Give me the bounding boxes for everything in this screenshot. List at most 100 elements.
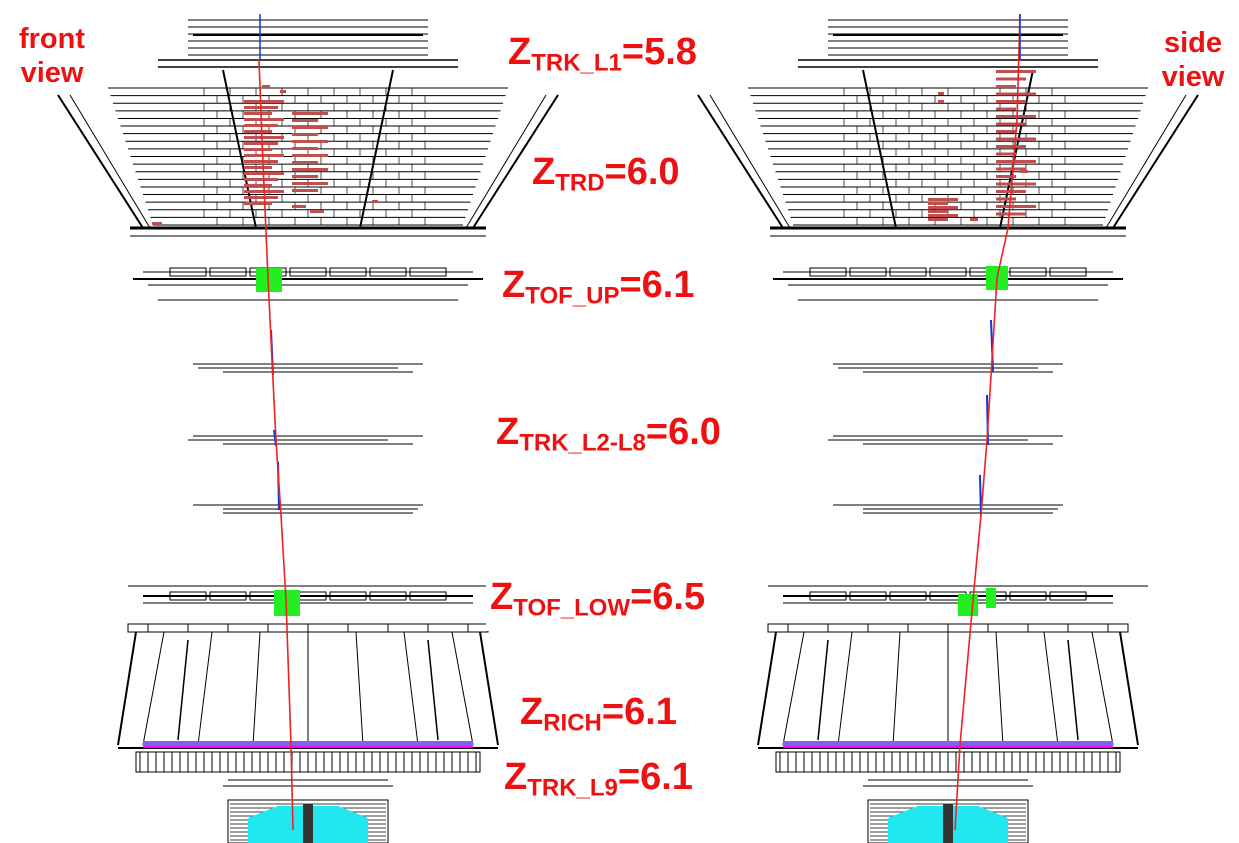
tracker-hit: [990, 319, 994, 373]
tof-paddle: [329, 267, 367, 277]
trd-hit: [996, 152, 1016, 156]
rich-mirror-segment: [892, 631, 901, 746]
trd-hit: [292, 161, 318, 164]
rich-mirror: [117, 631, 137, 746]
trd-hit: [996, 182, 1036, 186]
tof-paddle: [169, 267, 207, 277]
trd-hit: [996, 77, 1026, 81]
trd-hit: [1020, 170, 1028, 173]
trd-support: [862, 69, 897, 229]
trd-hit: [996, 100, 1026, 103]
trd-side-wall: [1105, 94, 1187, 229]
rich-hole: [235, 751, 381, 773]
rich-mirror: [1067, 639, 1079, 741]
tof-paddle: [409, 591, 447, 601]
trd-hit: [262, 85, 270, 88]
rich-mirror: [1119, 631, 1139, 746]
tof-paddle: [1009, 591, 1047, 601]
rich-ring-hits: [783, 741, 1113, 746]
z-label-tof-up: ZTOF_UP=6.1: [498, 263, 699, 319]
tof-hit: [986, 588, 996, 608]
trd-hit: [280, 90, 286, 93]
tof-paddle: [1049, 267, 1087, 277]
z-label-trd: ZTRD=6.0: [528, 150, 684, 206]
trd-hit: [244, 196, 278, 199]
trd-hit: [996, 167, 1026, 171]
trd-side-wall: [472, 94, 559, 229]
trd-support: [999, 69, 1034, 229]
ecal-core: [303, 804, 313, 843]
rich-mirror-segment: [837, 631, 853, 746]
trd-side-wall: [709, 94, 791, 229]
trd-support: [222, 69, 257, 229]
rich-mirror-segment: [782, 631, 805, 746]
trd-hit: [928, 202, 948, 205]
rich-mirror: [427, 639, 439, 741]
trd-hit: [928, 198, 958, 201]
trd-hit: [996, 175, 1016, 178]
trd-hit: [244, 178, 278, 181]
tof-paddle: [889, 591, 927, 601]
ecal: [867, 799, 1029, 843]
trd-hit: [996, 122, 1026, 126]
trd-hit: [292, 154, 328, 157]
z-label-tof-low: ZTOF_LOW=6.5: [486, 575, 710, 631]
trd-hit: [292, 182, 328, 185]
rich-mirror-segment: [197, 631, 213, 746]
trd-hit: [244, 184, 272, 187]
trd-hit: [244, 142, 278, 145]
trd-hit: [996, 70, 1036, 73]
trd-hit: [292, 140, 328, 143]
reconstructed-track: [258, 59, 294, 831]
rich-ring-hits: [143, 741, 473, 746]
trd-side-wall: [69, 94, 151, 229]
rich-mirror-segment: [142, 631, 165, 746]
trd-hit: [244, 202, 272, 205]
tof-paddle: [849, 591, 887, 601]
trd-side-wall: [57, 94, 144, 229]
tof-paddle: [369, 591, 407, 601]
tof-paddle: [889, 267, 927, 277]
trd-hit: [996, 107, 1016, 111]
trd-hit: [244, 100, 284, 103]
trd-hit: [996, 160, 1036, 163]
tof-paddle: [849, 267, 887, 277]
tof-paddle: [1009, 267, 1047, 277]
ecal-core: [943, 804, 953, 843]
trd-hit: [244, 130, 272, 133]
trd-hit: [292, 119, 318, 122]
trd-support: [359, 69, 394, 229]
trd-hit: [938, 100, 944, 103]
trd-hit: [292, 147, 318, 150]
trd-hit: [292, 189, 318, 192]
rich-mirror: [817, 639, 829, 741]
trd-hit: [292, 168, 328, 171]
trd-hit: [928, 214, 958, 217]
trd-side-wall: [465, 94, 547, 229]
trd-hit: [310, 210, 324, 213]
tof-paddle: [809, 591, 847, 601]
trd-hit: [996, 130, 1016, 133]
front-view-detector: [57, 14, 559, 843]
trd-hit: [372, 200, 378, 203]
rich-mirror: [757, 631, 777, 746]
trd-hit: [996, 115, 1036, 118]
trd-hit: [292, 112, 328, 115]
trd-hit: [996, 205, 1036, 208]
tof-paddle: [209, 267, 247, 277]
trd-hit: [244, 112, 272, 115]
trd-hit: [996, 145, 1026, 148]
rich-mirror-segment: [403, 631, 419, 746]
tof-paddle: [209, 591, 247, 601]
tof-hit: [958, 594, 978, 616]
rich-mirror-segment: [1091, 631, 1114, 746]
rich-mirror: [177, 639, 189, 741]
side-view-detector: [697, 13, 1199, 843]
trd-hit: [244, 166, 272, 169]
side-view-label: side view: [1161, 27, 1225, 93]
z-label-trk-l2-l8: ZTRK_L2-L8=6.0: [492, 410, 725, 466]
z-label-trk-l9: ZTRK_L9=6.1: [500, 755, 697, 811]
rich-hole: [875, 751, 1021, 773]
z-label-trk-l1: ZTRK_L1=5.8: [504, 30, 701, 86]
